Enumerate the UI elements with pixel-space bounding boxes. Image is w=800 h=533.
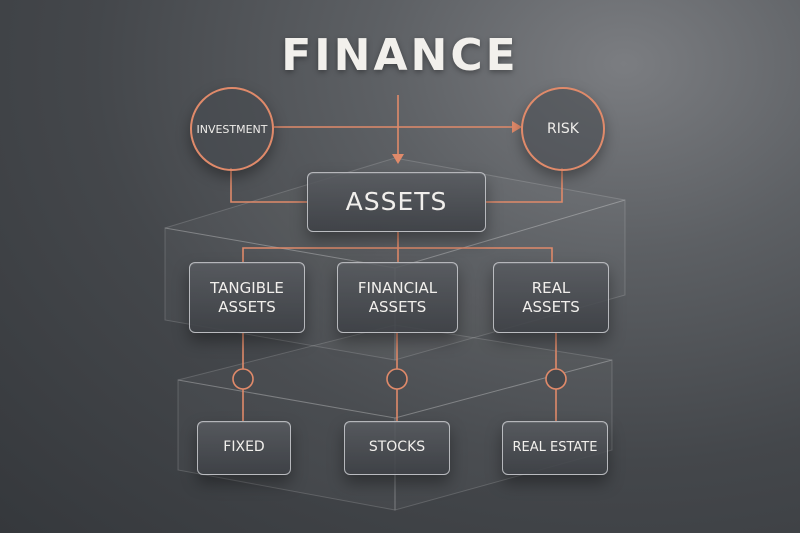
node-stocks: STOCKS xyxy=(344,421,450,475)
slab-upper-left-face xyxy=(164,227,396,361)
node-real-estate: REAL ESTATE xyxy=(502,421,608,475)
node-real-label-line1: REAL xyxy=(531,278,571,297)
node-investment-label: INVESTMENT xyxy=(196,122,268,136)
ring-tangible xyxy=(232,368,254,390)
node-tangible-label-line1: TANGIBLE xyxy=(210,278,284,297)
arrowhead-assets xyxy=(392,154,404,164)
node-financial-assets: FINANCIAL ASSETS xyxy=(337,262,458,333)
node-real-label-line2: ASSETS xyxy=(522,297,580,316)
node-assets-label: ASSETS xyxy=(345,187,448,217)
glass-slabs xyxy=(164,157,626,511)
node-fixed: FIXED xyxy=(197,421,291,475)
node-tangible-assets: TANGIBLE ASSETS xyxy=(189,262,305,333)
node-financial-label-line1: FINANCIAL xyxy=(357,278,438,297)
node-risk-label: RISK xyxy=(547,121,579,137)
slab-lower-right-face xyxy=(394,359,613,511)
node-assets: ASSETS xyxy=(307,172,486,232)
arrowhead-risk xyxy=(512,121,522,133)
slab-lower-left-face xyxy=(177,379,396,511)
diagram-title: FINANCE xyxy=(281,30,519,81)
ring-real xyxy=(545,368,567,390)
node-fixed-label: FIXED xyxy=(223,439,265,456)
connector-risk-assets xyxy=(486,168,563,203)
node-stocks-label: STOCKS xyxy=(368,439,426,456)
ring-financial xyxy=(386,368,408,390)
node-risk: RISK xyxy=(521,87,605,171)
node-real-estate-label: REAL ESTATE xyxy=(512,439,598,455)
node-real-assets: REAL ASSETS xyxy=(493,262,609,333)
node-financial-label-line2: ASSETS xyxy=(368,297,427,316)
slab-lower-top-face xyxy=(177,324,613,419)
node-investment: INVESTMENT xyxy=(190,87,274,171)
connectors xyxy=(230,95,567,421)
node-tangible-label-line2: ASSETS xyxy=(218,297,276,316)
connector-investment-assets xyxy=(230,168,307,203)
